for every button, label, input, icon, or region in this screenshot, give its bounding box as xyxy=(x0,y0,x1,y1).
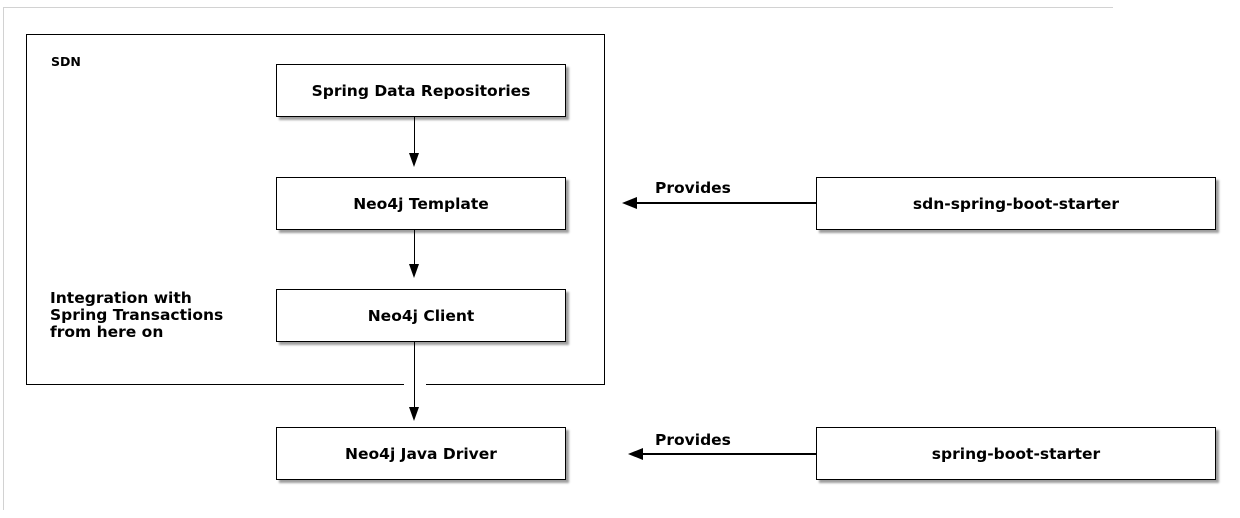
node-label: sdn-spring-boot-starter xyxy=(912,194,1120,213)
edge-sdn-starter-to-template-line xyxy=(637,202,816,204)
edge-client-to-driver-line xyxy=(413,342,415,408)
arrowhead-left-icon xyxy=(628,448,643,460)
node-label: spring-boot-starter xyxy=(931,444,1101,463)
arrowhead-down-icon xyxy=(408,407,419,421)
edge-template-to-client-line xyxy=(413,230,415,265)
page-edge-line-horizontal xyxy=(3,7,1113,8)
edge-repositories-to-template-line xyxy=(413,117,415,154)
arrowhead-left-icon xyxy=(622,197,637,209)
sdn-group-box xyxy=(26,34,605,385)
integration-note: Integration with Spring Transactions fro… xyxy=(50,289,224,341)
page-edge-line-vertical xyxy=(3,7,4,510)
node-label: Neo4j Java Driver xyxy=(345,444,497,463)
node-spring-data-repositories: Spring Data Repositories xyxy=(276,64,566,117)
provides-label-bottom: Provides xyxy=(655,431,731,449)
node-sdn-spring-boot-starter: sdn-spring-boot-starter xyxy=(816,177,1216,230)
node-neo4j-client: Neo4j Client xyxy=(276,289,566,342)
node-neo4j-java-driver: Neo4j Java Driver xyxy=(276,427,566,480)
node-label: Neo4j Client xyxy=(367,306,475,325)
node-neo4j-template: Neo4j Template xyxy=(276,177,566,230)
arrowhead-down-icon xyxy=(408,153,419,167)
border-gap xyxy=(404,382,426,388)
sdn-group-label: SDN xyxy=(51,54,81,69)
node-spring-boot-starter: spring-boot-starter xyxy=(816,427,1216,480)
arrowhead-down-icon xyxy=(408,264,419,278)
edge-starter-to-driver-line xyxy=(643,453,816,455)
provides-label-top: Provides xyxy=(655,179,731,197)
node-label: Neo4j Template xyxy=(353,194,489,213)
node-label: Spring Data Repositories xyxy=(311,81,531,100)
